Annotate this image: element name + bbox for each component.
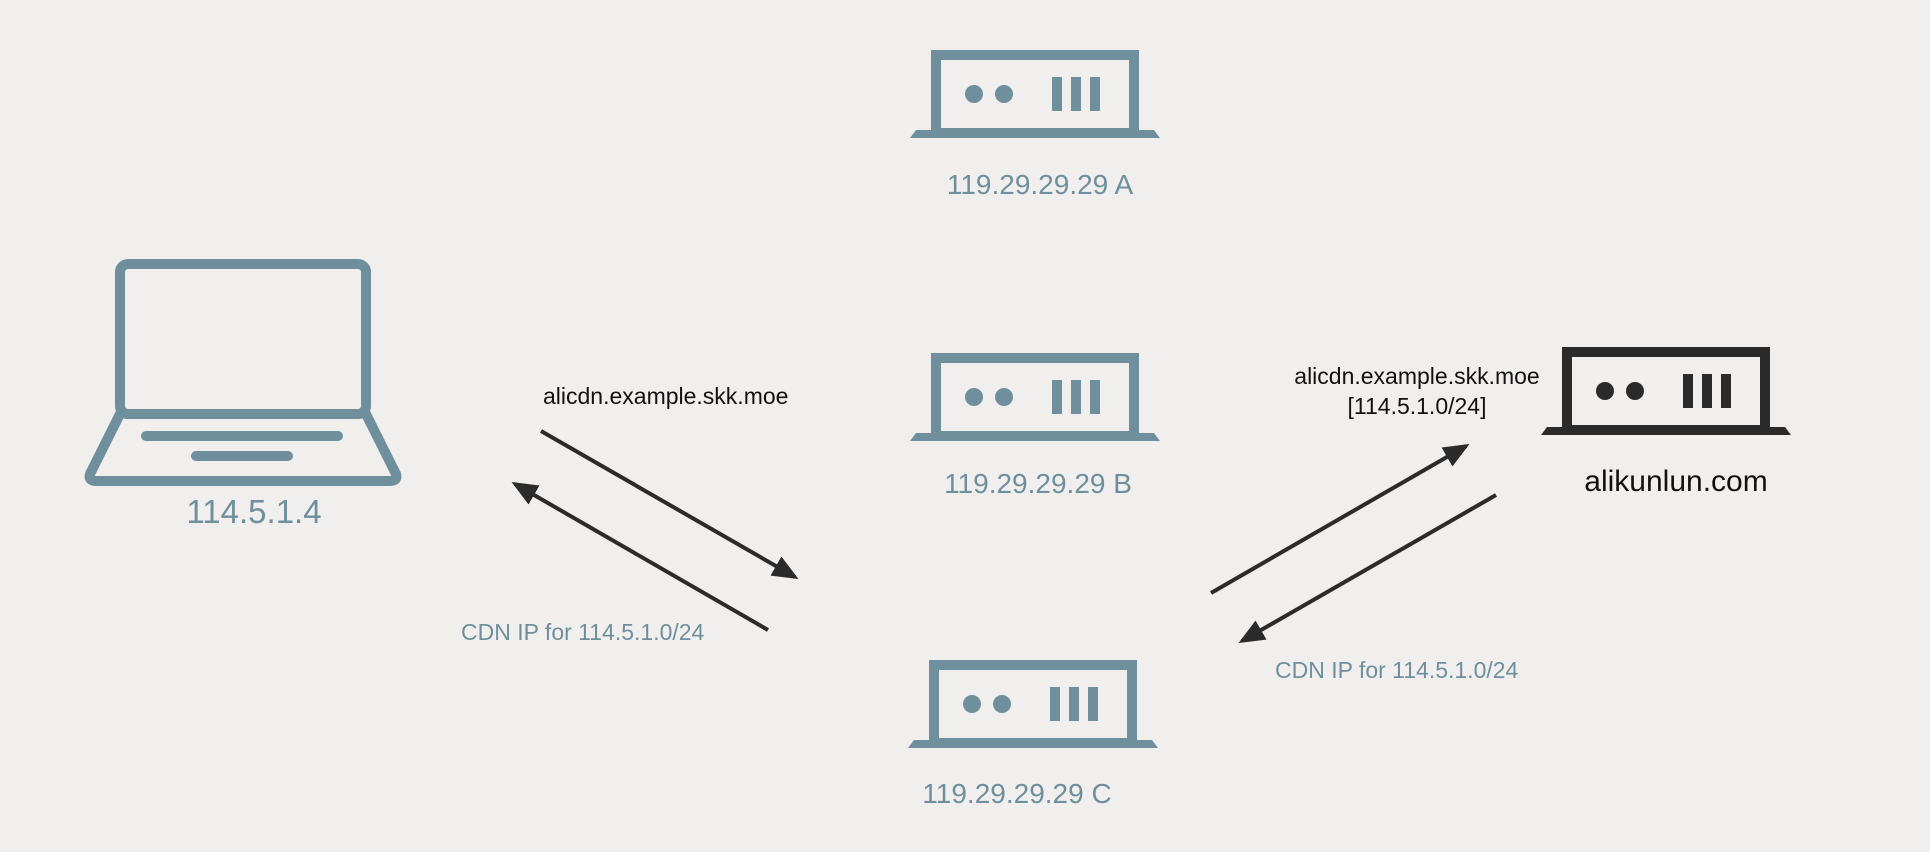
arrow-answer-to-client <box>511 482 769 632</box>
server-a-label: 119.29.29.29 A <box>946 169 1134 200</box>
origin-server-icon <box>1541 347 1791 435</box>
arrow-query-to-resolver <box>540 429 799 579</box>
arrow-query-to-origin <box>1210 444 1470 595</box>
arrow-answer-from-origin <box>1238 493 1497 643</box>
server-b-icon <box>910 353 1160 441</box>
answer-from-origin-label: CDN IP for 114.5.1.0/24 <box>1275 657 1519 683</box>
server-c-label: 119.29.29.29 C <box>922 778 1112 809</box>
query-to-resolver-label: alicdn.example.skk.moe <box>543 383 789 409</box>
query-to-origin-domain: alicdn.example.skk.moe <box>1294 363 1540 389</box>
query-to-origin-label: alicdn.example.skk.moe [114.5.1.0/24] <box>1294 362 1539 422</box>
server-c-icon <box>908 660 1158 748</box>
server-b-label: 119.29.29.29 B <box>944 468 1132 499</box>
laptop-ip-label: 114.5.1.4 <box>186 493 322 530</box>
origin-label: alikunlun.com <box>1584 465 1768 498</box>
laptop-icon <box>84 259 402 486</box>
server-a-icon <box>910 50 1160 138</box>
query-to-origin-subnet: [114.5.1.0/24] <box>1347 392 1487 419</box>
answer-to-client-label: CDN IP for 114.5.1.0/24 <box>461 619 705 645</box>
